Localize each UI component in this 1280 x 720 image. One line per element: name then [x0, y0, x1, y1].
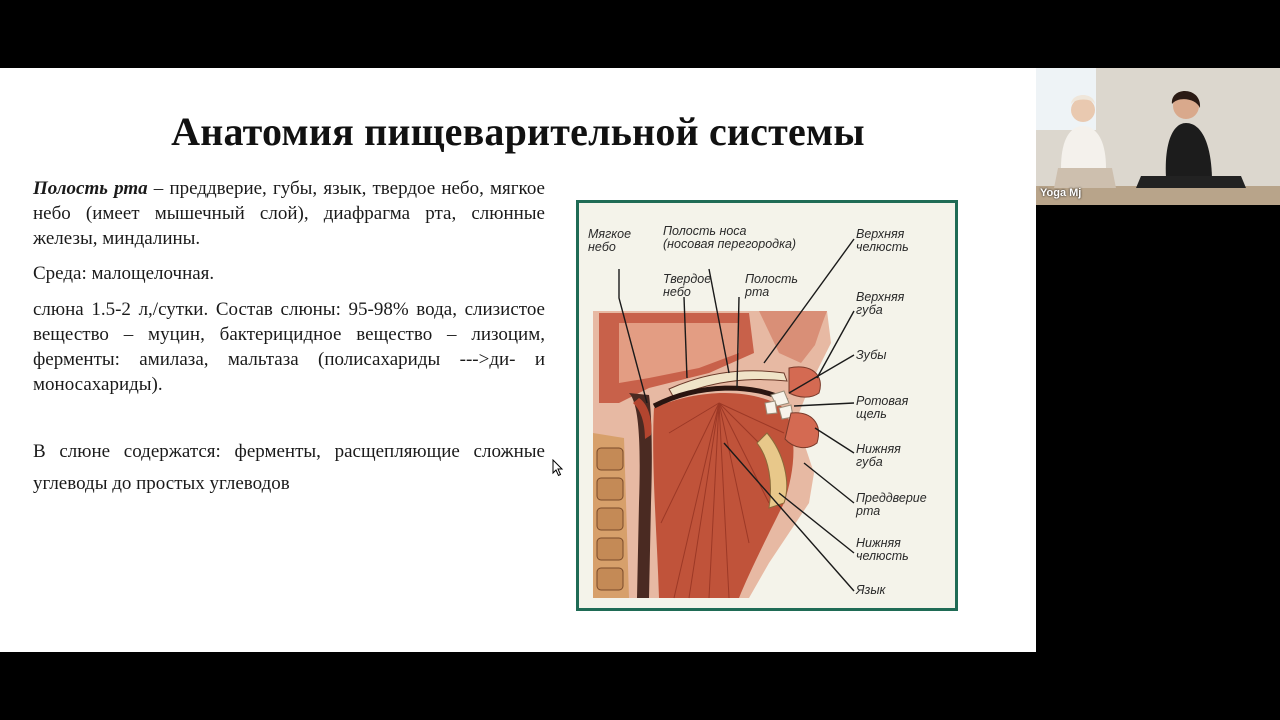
- environment-paragraph: Среда: малощелочная.: [33, 263, 215, 284]
- participant-name: Yoga Mj: [1040, 187, 1082, 199]
- oral-cavity-term: Полость рта: [33, 178, 148, 199]
- enzymes-paragraph: В слюне содержатся: ферменты, расщепляющ…: [33, 441, 545, 494]
- mouse-cursor-icon: [552, 459, 564, 477]
- anatomy-illustration: [593, 238, 855, 599]
- participant-video-feed: [1036, 68, 1280, 205]
- saliva-paragraph: слюна 1.5-2 л,/сутки. Состав слюны: 95-9…: [33, 299, 545, 395]
- label-teeth: Зубы: [856, 348, 887, 362]
- slide-title: Анатомия пищеварительной системы: [171, 109, 865, 154]
- participant-video-tile[interactable]: Yoga Mj: [1036, 68, 1280, 205]
- label-nasal-cavity: Полость носа(носовая перегородка): [663, 224, 797, 251]
- oral-cavity-description: – преддверие, губы, язык, твердое небо, …: [33, 178, 545, 249]
- label-tongue: Язык: [856, 583, 886, 597]
- presentation-slide: Анатомия пищеварительной системы Полость…: [0, 68, 1036, 652]
- oral-cavity-paragraph: Полость рта – преддверие, губы, язык, тв…: [33, 176, 545, 251]
